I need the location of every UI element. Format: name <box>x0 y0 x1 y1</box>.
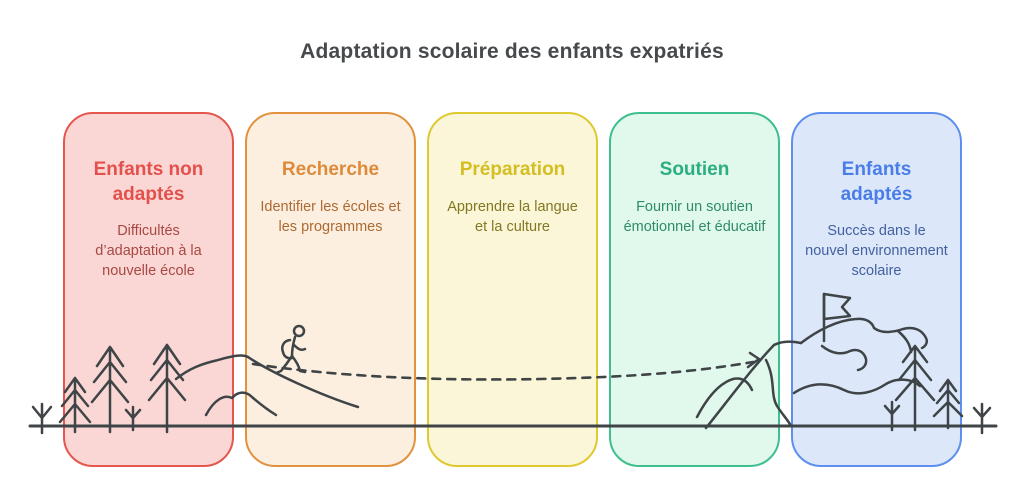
stage-description: Identifier les écoles et les programmes <box>260 198 401 235</box>
stage-description: Apprendre la langue et la culture <box>447 198 578 235</box>
stage-card-soutien: Soutien Fournir un soutien émotionnel et… <box>609 112 780 467</box>
page-title: Adaptation scolaire des enfants expatrié… <box>300 40 724 63</box>
stage-description: Fournir un soutien émotionnel et éducati… <box>623 198 766 235</box>
stage-title: Enfants adaptés <box>840 159 913 205</box>
shrub-icon <box>972 402 992 435</box>
stage-card-enfants-non-adaptes: Enfants non adaptés Difficultés d’adapta… <box>63 112 234 467</box>
stage-card-preparation: Préparation Apprendre la langue et la cu… <box>427 112 598 467</box>
stage-title: Enfants non adaptés <box>93 159 204 205</box>
stage-cards-row: Enfants non adaptés Difficultés d’adapta… <box>63 112 962 467</box>
shrub-icon <box>31 402 53 435</box>
stage-title: Soutien <box>659 159 730 180</box>
stage-card-recherche: Recherche Identifier les écoles et les p… <box>245 112 416 467</box>
stage-description: Difficultés d’adaptation à la nouvelle é… <box>95 223 202 280</box>
stage-title: Préparation <box>459 159 566 180</box>
stage-description: Succès dans le nouvel environnement scol… <box>805 223 948 280</box>
stage-card-enfants-adaptes: Enfants adaptés Succès dans le nouvel en… <box>791 112 962 467</box>
stage-title: Recherche <box>281 159 380 180</box>
